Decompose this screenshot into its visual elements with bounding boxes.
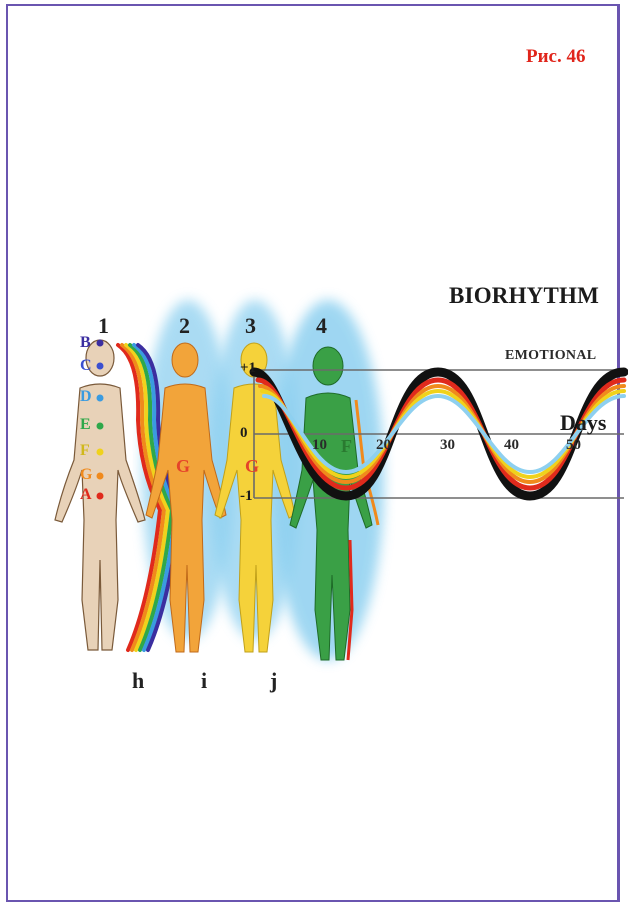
x-tick-10: 10 <box>312 437 327 454</box>
chakra-dot-e <box>97 423 104 430</box>
y-tick-zero: 0 <box>240 425 248 442</box>
chakra-letter-g: G <box>80 466 92 484</box>
figure-number-2: 2 <box>179 313 190 339</box>
label-i: i <box>201 668 207 694</box>
label-j: j <box>270 668 277 694</box>
figure-number-3: 3 <box>245 313 256 339</box>
figure-2-body-letter: G <box>176 456 190 477</box>
figure-number-1: 1 <box>98 313 109 339</box>
chakra-dot-d <box>97 395 104 402</box>
label-h: h <box>132 668 144 694</box>
figure-number-4: 4 <box>316 313 327 339</box>
chakra-dot-c <box>97 363 104 370</box>
y-tick-minus-one: -1 <box>240 488 253 505</box>
chakra-dot-g <box>97 473 104 480</box>
chakra-letter-a: A <box>80 486 92 504</box>
x-tick-30: 30 <box>440 437 455 454</box>
chakra-letter-b: B <box>80 334 91 352</box>
emotional-label: EMOTIONAL <box>505 348 596 364</box>
y-tick-plus-one: +1 <box>240 360 256 377</box>
figure-4-body-letter: F <box>341 436 352 457</box>
x-tick-40: 40 <box>504 437 519 454</box>
x-tick-50: 50 <box>566 437 581 454</box>
chakra-dot-b <box>97 340 104 347</box>
chakra-letter-c: C <box>80 357 92 375</box>
chakra-letter-f: F <box>80 442 90 460</box>
chakra-letter-e: E <box>80 416 91 434</box>
chakra-dot-a <box>97 493 104 500</box>
figure-3-body-letter: G <box>245 456 259 477</box>
days-axis-label: Days <box>560 410 606 436</box>
x-tick-20: 20 <box>376 437 391 454</box>
biorhythm-title: BIORHYTHM <box>449 283 599 309</box>
chakra-dot-f <box>97 449 104 456</box>
chakra-letter-d: D <box>80 388 92 406</box>
